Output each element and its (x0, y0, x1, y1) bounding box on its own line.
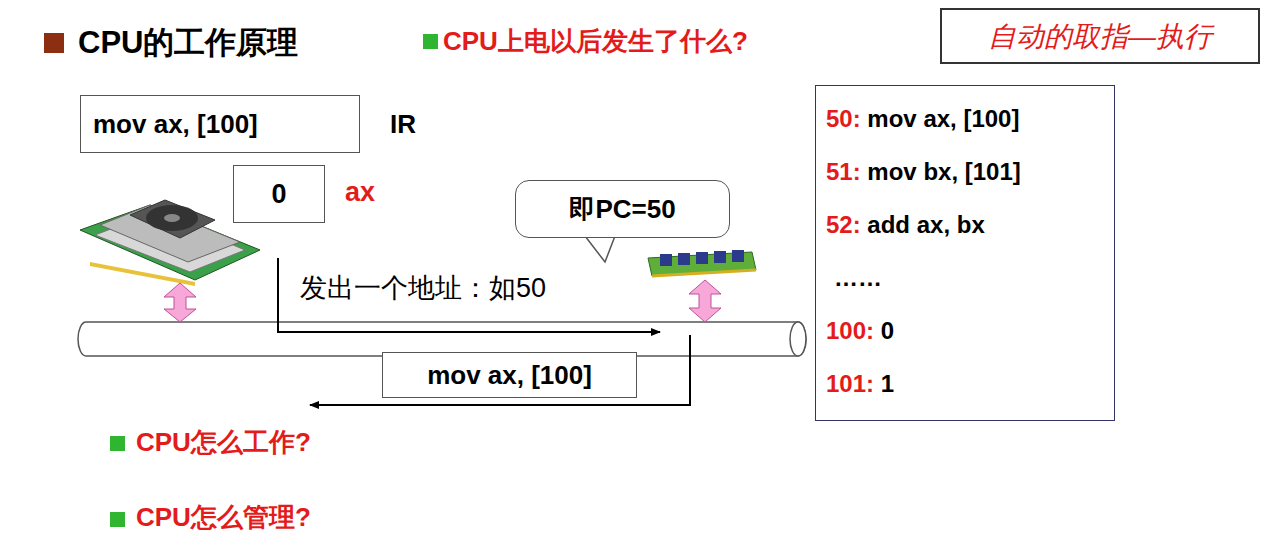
memory-content: 1 (881, 370, 894, 397)
memory-address: 101: (826, 370, 874, 397)
box-text: 自动的取指—执行 (940, 8, 1260, 64)
memory-row: 100: 0 (826, 304, 1100, 357)
bus (78, 322, 806, 356)
memory-content: add ax, bx (867, 211, 984, 238)
memory-row: …… (826, 251, 1100, 304)
title-bullet (44, 33, 64, 53)
address-label: 发出一个地址：如50 (300, 270, 546, 306)
memory-picture (648, 250, 756, 276)
memory-row: 52: add ax, bx (826, 198, 1100, 251)
bus-data-box: mov ax, [100] (382, 352, 637, 398)
register-name: IR (390, 109, 416, 140)
memory-listing: 50: mov ax, [100]51: mov bx, [101]52: ad… (815, 85, 1115, 421)
question: CPU上电以后发生了什么? (443, 24, 748, 59)
address-arrow (278, 258, 660, 332)
box-text: 0 (233, 165, 325, 223)
register-box: 0ax (233, 165, 325, 223)
box-text: mov ax, [100] (80, 95, 360, 153)
banner-box: 自动的取指—执行 (940, 8, 1260, 64)
question: CPU怎么工作? (136, 425, 311, 460)
memory-row: 50: mov ax, [100] (826, 92, 1100, 145)
memory-address: 100: (826, 317, 874, 344)
register-box: mov ax, [100]IR (80, 95, 360, 153)
memory-content: 0 (881, 317, 894, 344)
memory-content: mov ax, [100] (867, 105, 1019, 132)
data-arrow (310, 335, 690, 405)
bullet (423, 34, 438, 49)
memory-content: mov bx, [101] (867, 158, 1020, 185)
box-text: mov ax, [100] (382, 352, 637, 398)
memory-row: 51: mov bx, [101] (826, 145, 1100, 198)
memory-address: 52: (826, 211, 861, 238)
bullet (110, 512, 125, 527)
question: CPU怎么管理? (136, 500, 311, 535)
callout-tail (585, 236, 615, 262)
title: CPU的工作原理 (78, 22, 298, 64)
box-text: 即PC=50 (515, 180, 730, 238)
register-name: ax (345, 177, 375, 208)
memory-address: 50: (826, 105, 861, 132)
callout-bubble: 即PC=50 (515, 180, 730, 238)
memory-content: …… (834, 264, 882, 291)
bullet (110, 436, 125, 451)
memory-address: 51: (826, 158, 861, 185)
memory-row: 101: 1 (826, 357, 1100, 410)
